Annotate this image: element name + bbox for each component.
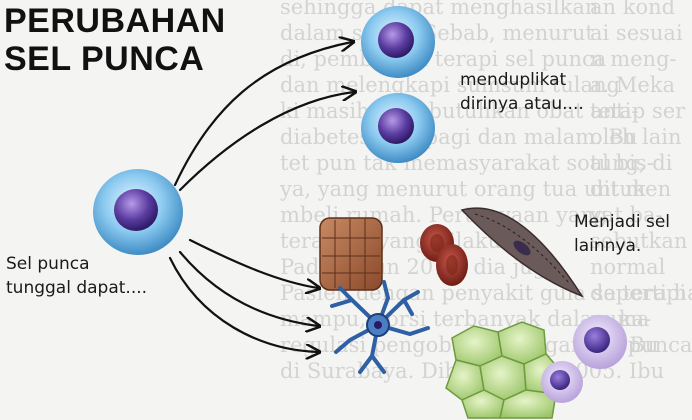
become-other-label-line-2: lainnya. (574, 234, 670, 258)
epithelial-cells-icon (446, 322, 560, 418)
single-stem-cell-icon (93, 169, 183, 255)
duplicate-label-line-2: dirinya atau.... (460, 92, 584, 116)
duplicated-stem-cell-icon-2 (361, 93, 435, 163)
white-blood-cell-icon-2 (541, 361, 583, 403)
single-stem-cell-label-line-2: tunggal dapat.... (6, 276, 147, 300)
become-other-label: Menjadi sel lainnya. (574, 210, 670, 258)
duplicated-stem-cell-icon (361, 6, 435, 78)
duplicate-label-line-1: menduplikat (460, 68, 584, 92)
arrows (170, 42, 354, 352)
duplicate-label: menduplikat dirinya atau.... (460, 68, 584, 116)
smooth-muscle-cell-icon (462, 208, 582, 296)
become-other-label-line-1: Menjadi sel (574, 210, 670, 234)
title-line-2: SEL PUNCA (4, 40, 226, 78)
red-blood-cell-icon (420, 224, 468, 286)
single-stem-cell-label: Sel punca tunggal dapat.... (6, 252, 147, 300)
title-line-1: PERUBAHAN (4, 2, 226, 40)
neuron-icon (332, 282, 428, 372)
white-blood-cell-icon (573, 315, 627, 369)
page-title: PERUBAHAN SEL PUNCA (4, 2, 226, 78)
single-stem-cell-label-line-1: Sel punca (6, 252, 147, 276)
muscle-cell-icon (320, 218, 382, 290)
arrow-to-neuron (180, 252, 318, 326)
arrow-to-second-cell (180, 92, 354, 190)
